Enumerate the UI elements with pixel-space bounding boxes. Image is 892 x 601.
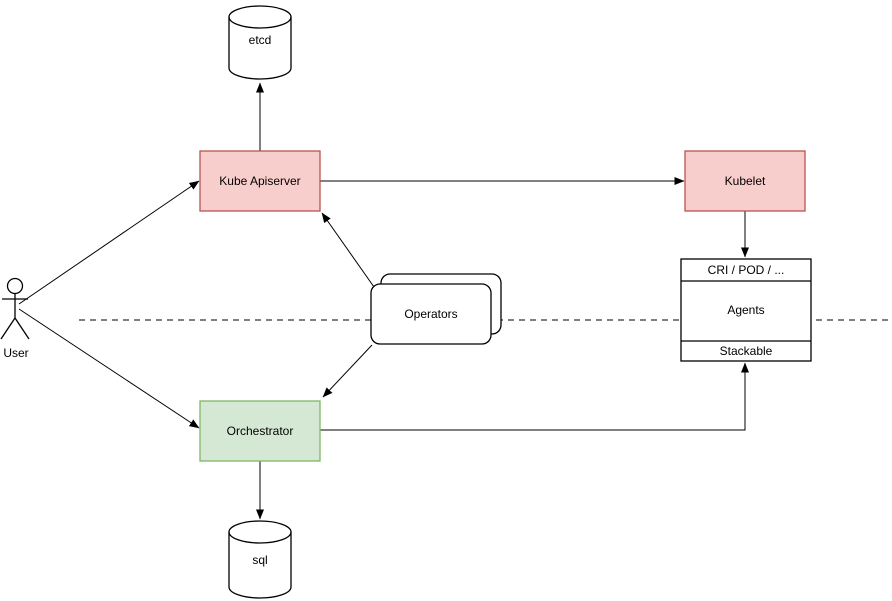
edge-operators-to-orchestrator (322, 344, 373, 398)
operators-front-card (370, 283, 492, 345)
edge-orchestrator-to-agents (320, 362, 749, 431)
node-operators[interactable]: Operators (370, 273, 502, 345)
operators-label: Operators (404, 307, 457, 321)
agents-box (680, 258, 812, 362)
node-sql[interactable]: sql (228, 520, 292, 599)
kube-apiserver-box (199, 150, 321, 212)
user-actor-right-leg (14, 317, 30, 340)
orchestrator-box (199, 400, 321, 462)
node-orchestrator[interactable]: Orchestrator (199, 400, 321, 462)
node-kube-apiserver[interactable]: Kube Apiserver (199, 150, 321, 212)
edge-user-to-apiserver (18, 180, 200, 305)
kube-apiserver-label: Kube Apiserver (219, 174, 300, 188)
etcd-label: etcd (249, 33, 272, 47)
node-user[interactable]: User (0, 277, 30, 361)
etcd-cylinder-lip (228, 16, 292, 29)
node-kubelet[interactable]: Kubelet (684, 150, 806, 212)
etcd-cylinder-shape (228, 5, 292, 80)
agents-footer-label: Stackable (720, 344, 773, 358)
node-etcd[interactable]: etcd (228, 5, 292, 80)
kubelet-label: Kubelet (725, 174, 766, 188)
agents-body-label: Agents (727, 303, 764, 317)
sql-cylinder-shape (228, 520, 292, 599)
sql-cylinder-lip (228, 531, 292, 544)
edge-user-to-orchestrator (18, 308, 200, 429)
user-actor-left-leg (0, 317, 16, 340)
edge-operators-to-apiserver (321, 212, 375, 288)
user-label: User (3, 346, 28, 360)
node-agents[interactable]: CRI / POD / ... Agents Stackable (680, 258, 812, 362)
agents-header-label: CRI / POD / ... (708, 263, 785, 277)
kubelet-box (684, 150, 806, 212)
sql-label: sql (252, 553, 267, 567)
user-actor-head (6, 277, 24, 295)
orchestrator-label: Orchestrator (227, 424, 294, 438)
